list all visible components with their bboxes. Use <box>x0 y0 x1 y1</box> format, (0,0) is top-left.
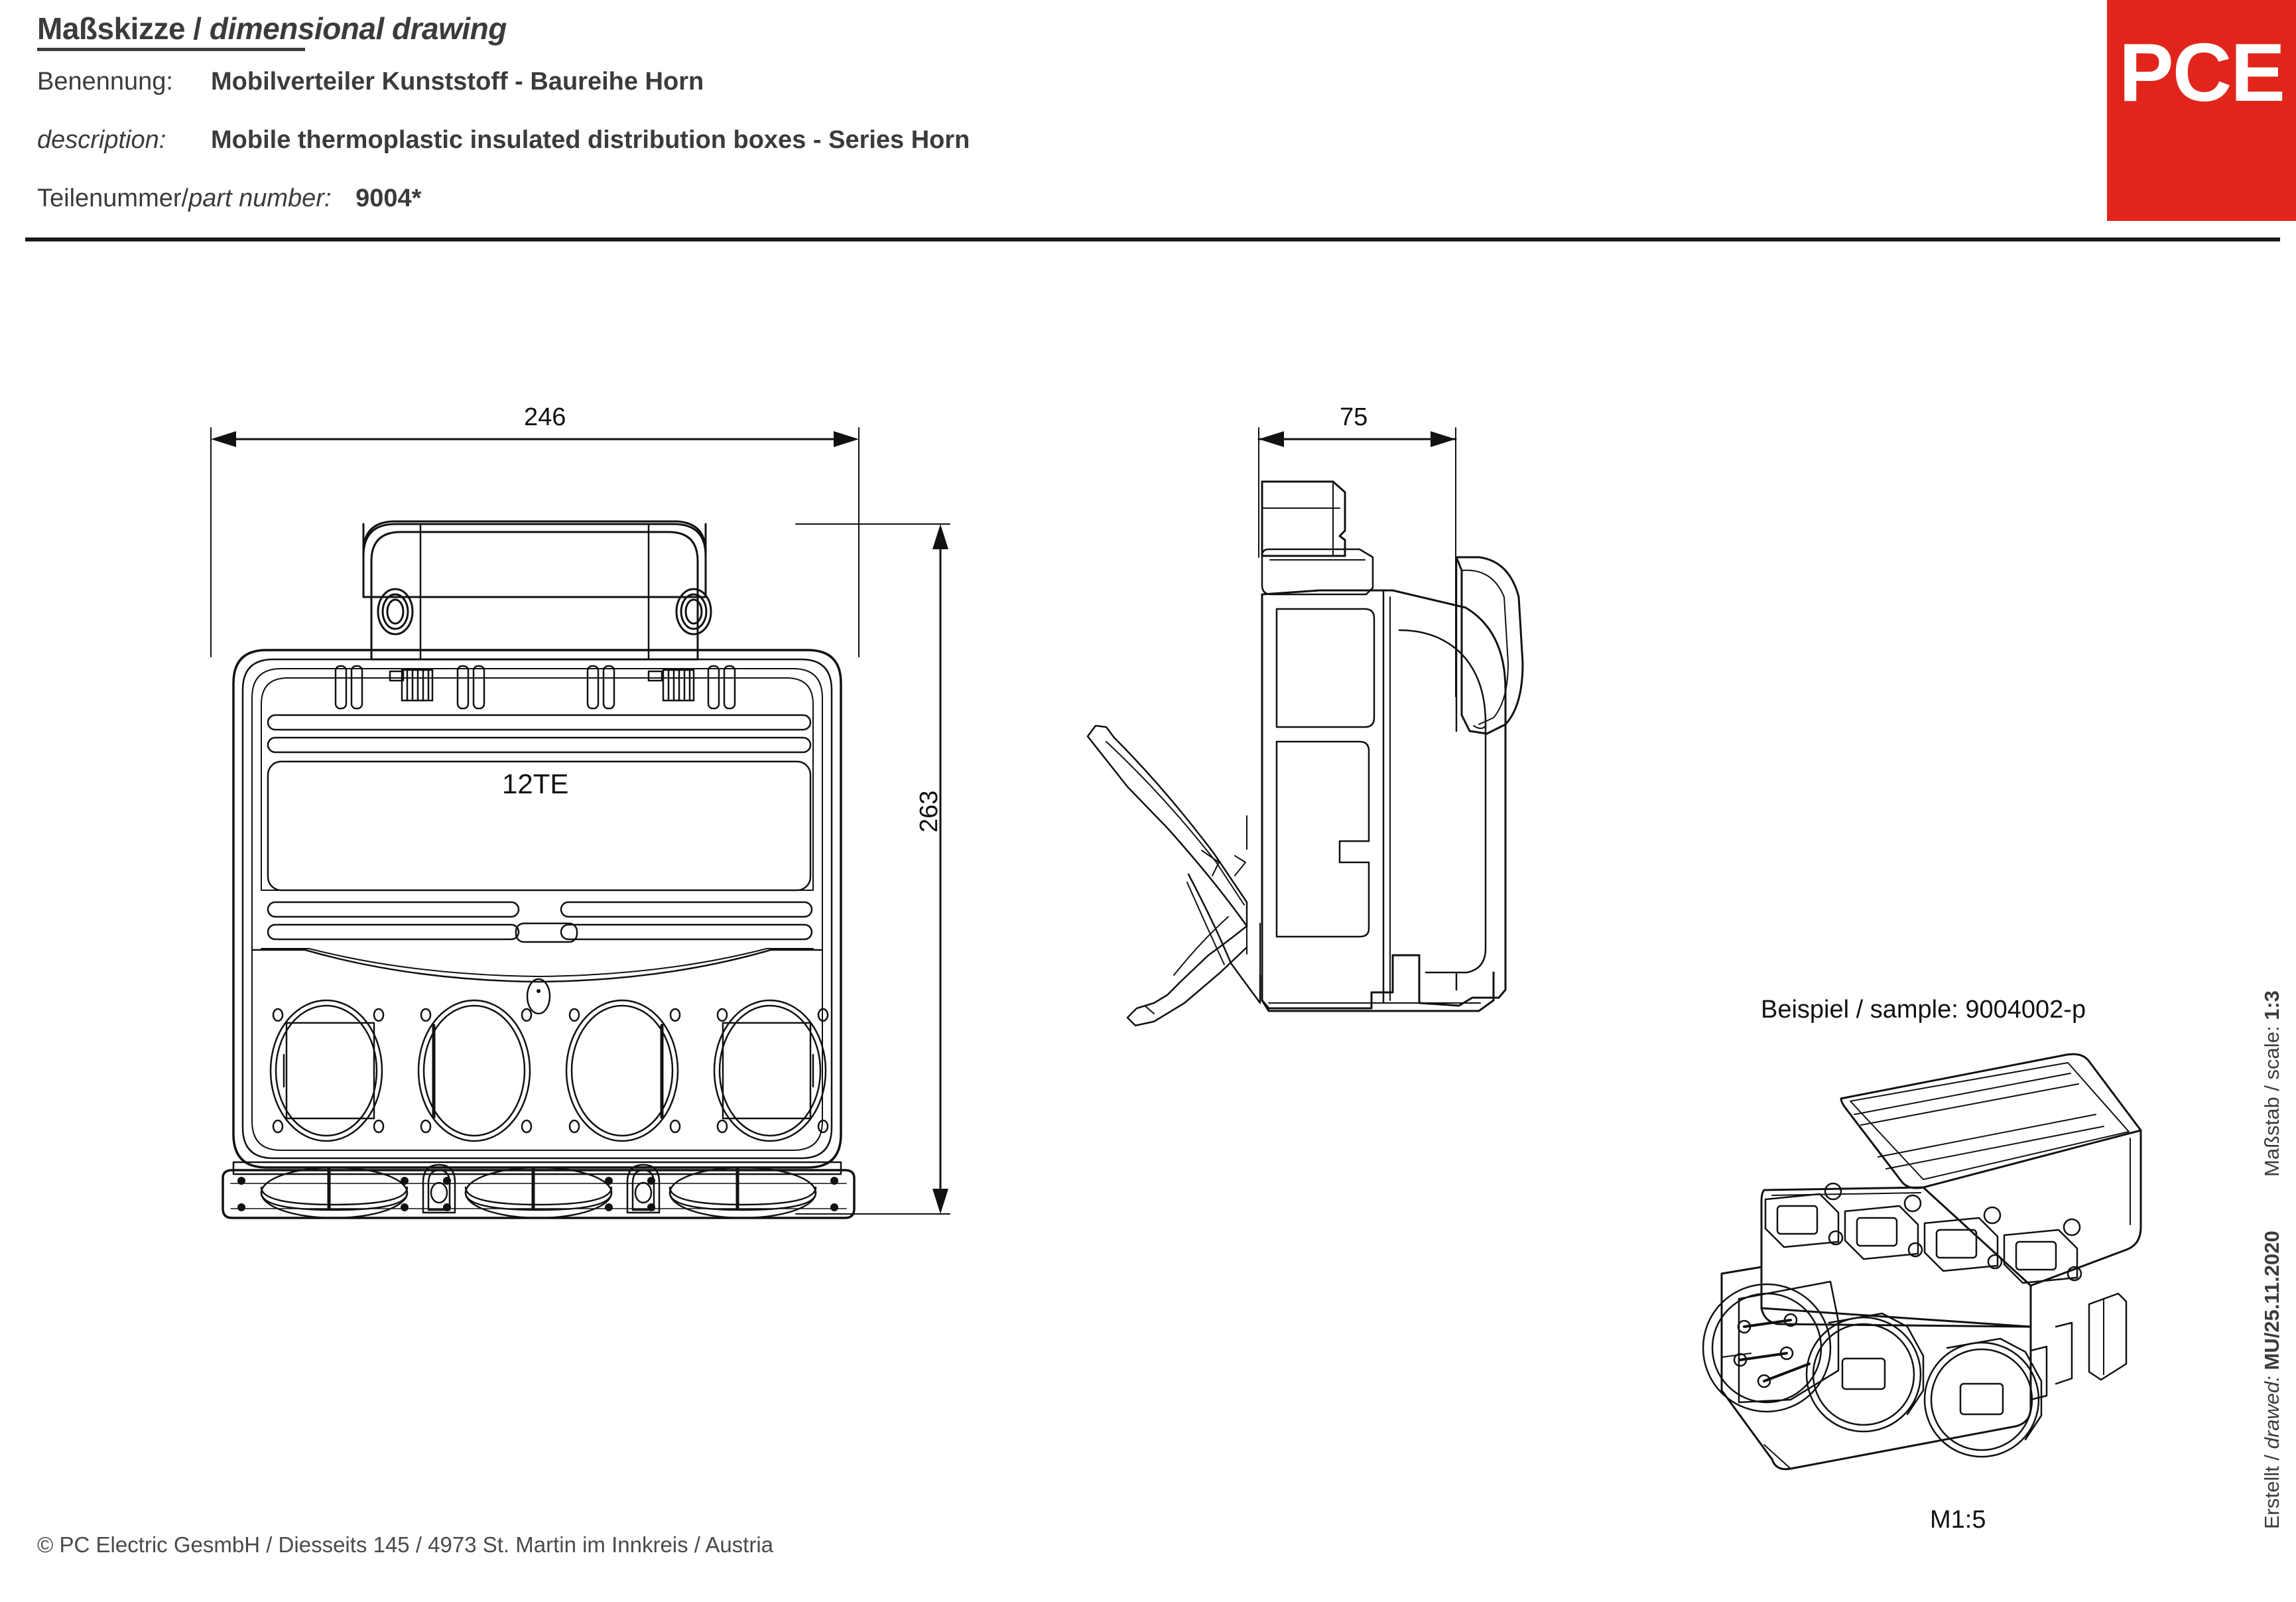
page-title-en: dimensional drawing <box>209 11 507 46</box>
page-title-underline <box>37 48 305 51</box>
scale-value: 1:3 <box>2260 990 2283 1020</box>
sample-caption: Beispiel / sample: 9004002-p <box>1761 996 2086 1024</box>
header-row-benennung: Benennung: Mobilverteiler Kunststoff - Ba… <box>37 68 704 96</box>
dimension-label-width: 246 <box>524 403 566 431</box>
drawn-value: MU/25.11.2020 <box>2260 1231 2283 1370</box>
pce-logo-text: PCE <box>2119 27 2285 119</box>
partnumber-label-separator: / <box>181 184 189 212</box>
header-row-description: description: Mobile thermoplastic insulat… <box>37 126 970 155</box>
pce-logo: PCE <box>2107 0 2296 221</box>
scale-label-separator: / <box>2260 1079 2283 1097</box>
header-row-partnumber: Teilenummer / part number: 9004* <box>37 184 421 213</box>
page-title: Maßskizze / dimensional drawing <box>37 11 507 46</box>
description-label: description: <box>37 126 166 154</box>
benennung-value: Mobilverteiler Kunststoff - Baureihe Hor… <box>211 68 704 96</box>
drawn-label-de: Erstellt <box>2260 1466 2283 1529</box>
footer-copyright: © PC Electric GesmbH / Diesseits 145 / 4… <box>37 1532 774 1557</box>
sample-isometric-drawing <box>1702 1053 2142 1471</box>
panel-capacity-label: 12TE <box>502 768 569 799</box>
page-title-separator: / <box>185 11 210 46</box>
page-title-de: Maßskizze <box>37 11 186 46</box>
benennung-label: Benennung: <box>37 68 173 96</box>
scale-label-de: Maßstab <box>2260 1097 2283 1177</box>
drawn-label-en: drawed: <box>2260 1376 2283 1449</box>
drawn-label-separator: / <box>2260 1449 2283 1467</box>
header-divider <box>25 237 2280 241</box>
partnumber-label-de: Teilenummer <box>37 184 182 212</box>
dimension-label-height: 263 <box>915 790 943 833</box>
front-view-drawing <box>210 427 950 1219</box>
sample-scale-label: M1:5 <box>1930 1506 1986 1534</box>
description-value: Mobile thermoplastic insulated distribut… <box>211 126 970 154</box>
side-view-drawing <box>1086 427 1524 1027</box>
partnumber-value: 9004* <box>355 184 422 212</box>
scale-label-en: scale: <box>2260 1026 2283 1080</box>
drawing-meta-vertical: Erstellt / drawed: MU/25.11.2020 Maßstab… <box>2260 990 2284 1529</box>
dimension-label-depth: 75 <box>1340 403 1368 431</box>
partnumber-label-en: part number: <box>188 184 332 212</box>
